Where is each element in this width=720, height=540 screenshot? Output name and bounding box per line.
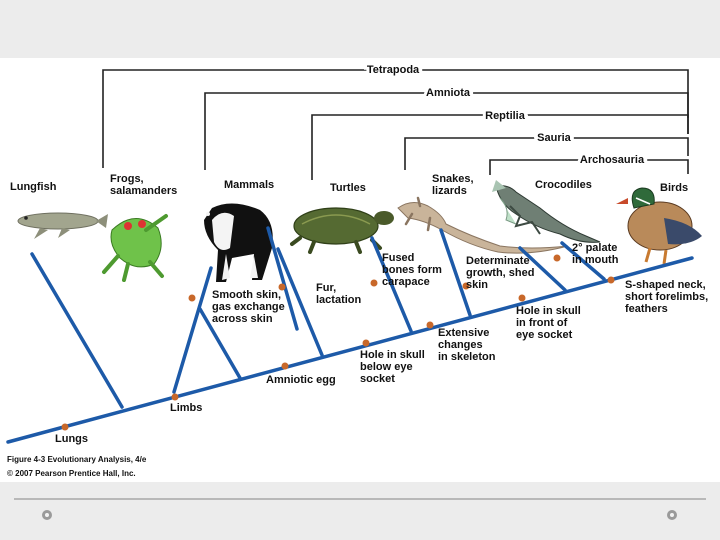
bracket-sauria [404, 137, 689, 170]
frog-icon [102, 214, 168, 282]
taxon-label-6: Birds [660, 182, 688, 194]
bracket-amniota [204, 92, 689, 170]
branch-turtles [266, 226, 299, 331]
marker-palate [553, 254, 561, 262]
right-nav-dot-icon [667, 510, 677, 520]
trait-fur: Fur,lactation [316, 282, 362, 306]
trunk-line [6, 256, 694, 444]
clade-brackets [102, 69, 689, 180]
bracket-archosauria [489, 159, 689, 175]
marker-carapace [370, 279, 378, 287]
taxon-label-0: Lungfish [10, 181, 57, 193]
crocodile-icon [492, 180, 601, 243]
branch-lizards [439, 228, 472, 317]
taxon-label-2: Mammals [224, 179, 274, 191]
marker-bird-traits [607, 276, 615, 284]
marker-amniotic-egg [281, 362, 289, 370]
clade-label-1: Amniota [426, 87, 471, 99]
marker-hole-below-eye [362, 339, 370, 347]
taxon-label-5: Crocodiles [535, 179, 592, 191]
trait-lungs: Lungs [55, 433, 88, 445]
taxon-label-4: Snakes,lizards [432, 173, 474, 197]
taxon-labels: Lungfish Frogs,salamanders Mammals Turtl… [10, 173, 688, 197]
left-nav-dot-icon [42, 510, 52, 520]
branch-mammals [198, 307, 242, 380]
trait-bird-traits: S-shaped neck,short forelimbs,feathers [625, 279, 708, 315]
figure-caption: Figure 4-3 Evolutionary Analysis, 4/e © … [7, 455, 147, 478]
marker-skeleton [426, 321, 434, 329]
marker-lungs [61, 423, 69, 431]
phylogeny-diagram: Tetrapoda Amniota Reptilia Sauria Archos… [6, 61, 708, 478]
caption-line-1: Figure 4-3 Evolutionary Analysis, 4/e [7, 455, 147, 464]
branch-frogs [172, 266, 213, 394]
duck-icon [616, 187, 702, 265]
taxon-label-1: Frogs,salamanders [110, 173, 177, 197]
lungfish-icon [17, 212, 108, 239]
turtle-icon [290, 207, 394, 254]
lizard-icon [397, 196, 569, 254]
marker-growth [462, 282, 470, 290]
clade-label-4: Archosauria [580, 154, 645, 166]
marker-limbs [171, 393, 179, 401]
slide-panel: Tetrapoda Amniota Reptilia Sauria Archos… [0, 58, 720, 482]
branch-lungfish [30, 252, 124, 409]
trait-limbs: Limbs [170, 402, 202, 414]
taxon-label-3: Turtles [330, 182, 366, 194]
tree-branches [6, 226, 694, 444]
clade-labels: Tetrapoda Amniota Reptilia Sauria Archos… [364, 61, 648, 169]
clade-label-0: Tetrapoda [367, 64, 420, 76]
trait-amniotic-egg: Amniotic egg [266, 374, 336, 386]
slide-footer-divider [14, 498, 706, 500]
bracket-reptilia [311, 114, 689, 180]
branch-sauria [370, 236, 413, 333]
clade-label-3: Sauria [537, 132, 572, 144]
marker-hole-front-eye [518, 294, 526, 302]
clade-label-2: Reptilia [485, 110, 526, 122]
trait-markers [61, 254, 615, 431]
marker-smooth-skin [188, 294, 196, 302]
dog-icon [204, 203, 273, 282]
branch-crocodiles [560, 241, 606, 281]
caption-line-2: © 2007 Pearson Prentice Hall, Inc. [7, 469, 136, 478]
marker-fur [278, 283, 286, 291]
branch-archosauria [518, 246, 567, 292]
branch-reptiles [276, 247, 324, 357]
